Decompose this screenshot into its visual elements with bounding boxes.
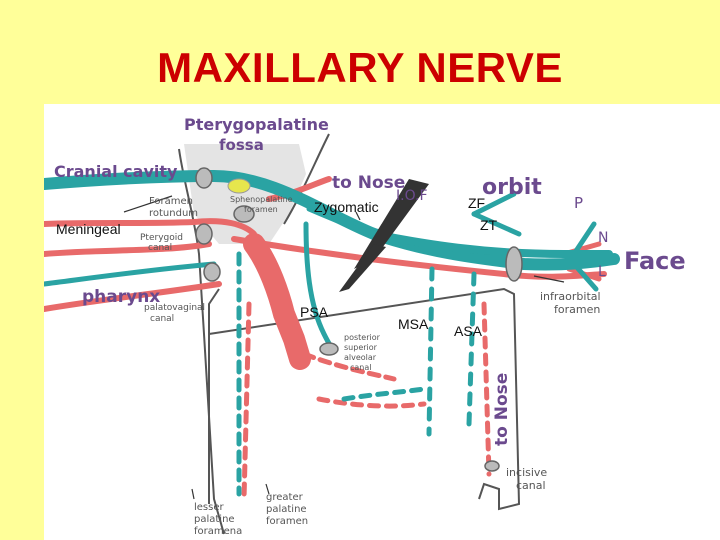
palatine-artery-dashed [319, 399, 424, 406]
posterior-artery-dashed [244, 304, 249, 499]
label-zygomatic: Zygomatic [314, 199, 379, 215]
label-p: P [574, 194, 583, 212]
label-psa-canal-3: alveolar [344, 353, 377, 362]
anterior-artery-dashed [484, 304, 489, 474]
label-pterygopalatine: Pterygopalatine [184, 115, 329, 134]
pharyngeal-nerve [44, 264, 214, 284]
label-meningeal: Meningeal [56, 221, 121, 237]
psa-nerve [306, 224, 334, 349]
label-l: L [598, 264, 606, 280]
label-msa: MSA [398, 316, 429, 332]
label-asa: ASA [454, 323, 483, 339]
msa-nerve-dashed [429, 269, 432, 434]
label-foramen-rotundum-1: Foramen [149, 196, 193, 207]
label-pterygoid-canal-2: canal [148, 243, 172, 253]
nasopalatine-nerve-dashed [344, 389, 424, 399]
label-zf: ZF [468, 195, 485, 211]
label-incisive-1: incisive [506, 466, 547, 479]
label-palatovaginal-1: palatovaginal [144, 303, 205, 313]
label-infraorbital-2: foramen [554, 303, 600, 316]
label-palatovaginal-2: canal [150, 314, 174, 324]
label-iof: I.O.F [396, 188, 428, 204]
label-to-nose-side: to Nose [492, 373, 512, 446]
label-psa: PSA [300, 304, 329, 320]
label-lesser-2: palatine [194, 514, 235, 525]
label-greater-2: palatine [266, 504, 307, 515]
slide-title: MAXILLARY NERVE [0, 44, 720, 92]
label-psa-canal-1: posterior [344, 333, 381, 342]
label-greater-1: greater [266, 492, 304, 503]
label-lesser-3: foramena [194, 526, 242, 537]
label-lesser-1: lesser [194, 502, 225, 513]
label-sphenopalatine-1: Sphenopalatine [230, 195, 293, 204]
pterygoid-artery [44, 244, 209, 254]
maxillary-nerve-diagram: Pterygopalatine fossa Cranial cavity to … [44, 104, 720, 540]
label-psa-canal-2: superior [344, 343, 378, 352]
pterygopalatine-ganglion [228, 179, 250, 193]
asa-nerve-dashed [469, 274, 474, 424]
label-greater-3: foramen [266, 516, 308, 527]
inferior-orbital-fissure-lower [339, 244, 386, 292]
label-n: N [598, 230, 608, 246]
label-sphenopalatine-2: foramen [244, 205, 278, 214]
diagram-canvas: Pterygopalatine fossa Cranial cavity to … [44, 104, 720, 540]
label-incisive-2: canal [516, 479, 546, 492]
label-pterygoid-canal-1: Pterygoid [140, 233, 183, 243]
label-zt: ZT [480, 217, 498, 233]
maxillary-artery [254, 244, 300, 359]
label-to-nose-top: to Nose [332, 173, 405, 193]
label-psa-canal-4: canal [350, 363, 372, 372]
label-fossa: fossa [219, 136, 264, 154]
label-orbit: orbit [482, 175, 542, 200]
label-face: Face [624, 247, 686, 275]
label-cranial-cavity: Cranial cavity [54, 162, 178, 181]
label-infraorbital-1: infraorbital [540, 290, 601, 303]
label-foramen-rotundum-2: rotundum [149, 208, 198, 219]
